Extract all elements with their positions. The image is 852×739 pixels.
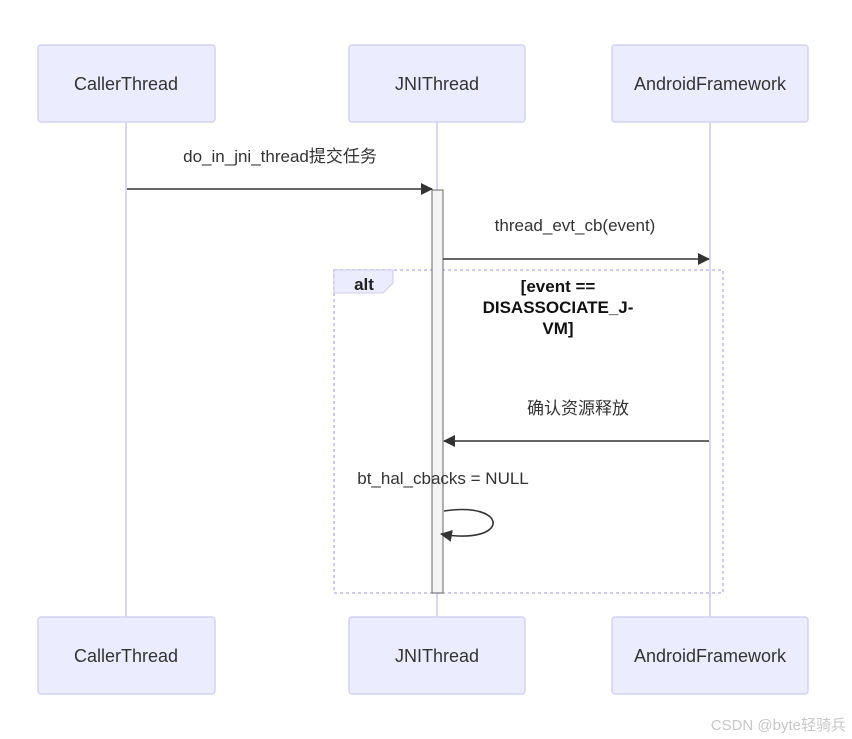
watermark: CSDN @byte轻骑兵 [710, 717, 846, 734]
participant-android-bottom-label: AndroidFramework [634, 646, 787, 666]
alt-fragment: alt [event == DISASSOCIATE_J- VM] [333, 269, 724, 594]
participant-caller-top-label: CallerThread [74, 74, 178, 94]
message-1: do_in_jni_thread提交任务 [127, 147, 433, 195]
participant-android-top-label: AndroidFramework [634, 74, 787, 94]
participant-android-bottom: AndroidFramework [611, 616, 809, 695]
message-3-label: 确认资源释放 [527, 399, 629, 418]
participant-jni-top: JNIThread [348, 44, 526, 123]
alt-condition-line-3: VM] [542, 319, 573, 338]
message-2: thread_evt_cb(event) [443, 216, 710, 265]
alt-condition-line-2: DISASSOCIATE_J- [483, 298, 634, 317]
participant-caller-bottom: CallerThread [37, 616, 216, 695]
message-3: 确认资源释放 [443, 399, 709, 447]
message-1-label: do_in_jni_thread提交任务 [183, 147, 377, 166]
alt-frame [333, 269, 724, 594]
alt-label-tab [333, 269, 394, 294]
alt-condition-line-1: [event == [521, 277, 596, 296]
participant-caller-bottom-label: CallerThread [74, 646, 178, 666]
participant-jni-bottom-label: JNIThread [395, 646, 479, 666]
participant-jni-top-label: JNIThread [395, 74, 479, 94]
participant-android-top: AndroidFramework [611, 44, 809, 123]
message-4: bt_hal_cbacks = NULL [357, 469, 529, 542]
participant-jni-bottom: JNIThread [348, 616, 526, 695]
participant-caller-top: CallerThread [37, 44, 216, 123]
alt-keyword: alt [354, 275, 374, 294]
message-2-label: thread_evt_cb(event) [495, 216, 656, 235]
message-4-label: bt_hal_cbacks = NULL [357, 469, 529, 488]
message-4-self-arrow [440, 508, 494, 542]
activation-bar-jni [431, 189, 444, 594]
